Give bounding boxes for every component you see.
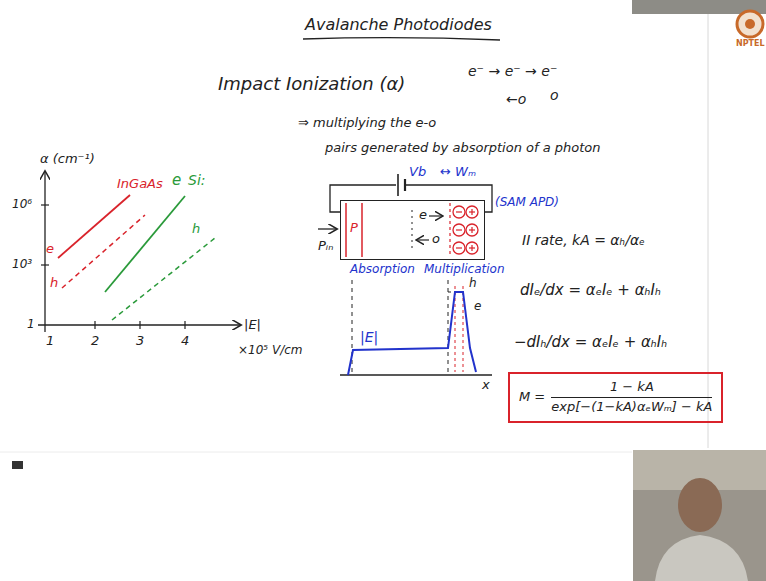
region-label: Absorption [350,263,415,276]
region-letter: P [350,221,358,236]
note-text: pairs generated by absorption of a photo… [325,141,601,155]
slide-title: Avalanche Photodiodes [305,16,492,34]
slide-edge [0,452,632,453]
webcam-video [633,450,766,581]
note-text: ⇒ multiplying the e-o [298,116,436,130]
logo-mark [737,11,763,37]
carrier-sketch: e⁻ → e⁻ → e⁻ [468,64,557,79]
axis-title: x [482,378,490,392]
carrier-sketch: o [550,88,559,103]
field-profile [348,292,476,375]
fraction-bar [551,397,712,398]
voltage-label: Vb [409,165,426,179]
logo-text: NPTEL [736,40,765,49]
denominator: exp[−(1−kA)αₑWₘ] − kA [551,398,712,415]
player-icon [12,461,23,469]
carrier-label: e [419,208,427,223]
slide-edge [708,0,709,448]
presenter [655,535,748,581]
curve-label: h [469,277,477,290]
region-label: Multiplication [424,263,505,276]
tick-label: 2 [91,334,99,348]
axis-title: α (cm⁻¹) [40,152,95,166]
battery [397,174,399,196]
light-arrow [318,228,336,229]
fraction: 1 − kAexp[−(1−kA)αₑWₘ] − kA [551,380,712,415]
tick-label: 4 [181,334,189,348]
equation: −dIₕ/dx = αₑIₑ + αₕIₕ [514,334,667,351]
curve-label: Si: [188,173,206,188]
curve-label: e [46,242,54,256]
equation: dIₑ/dx = αₑIₑ + αₕIₕ [520,282,661,299]
tick-label: 1 [27,318,35,331]
curve-label: h [192,222,200,236]
heading-text: Impact Ionization (α) [218,74,405,94]
carrier-label: o [432,232,440,247]
battery [404,179,406,191]
curve-label: InGaAs [117,177,163,191]
y-axis [44,172,45,332]
device-layers [340,200,485,260]
bias-wire [406,185,492,212]
logo-mark [745,19,755,29]
carrier-sketch: ←o [506,92,526,107]
result-box: M = 1 − kAexp[−(1−kA)αₑWₘ] − kA [508,372,723,423]
tick-label: 1 [46,334,54,348]
curve-label: e [474,300,481,313]
ingaas-e-line [58,195,130,258]
power-label: Pᵢₙ [318,239,333,253]
si-e-line [105,196,185,292]
si-h-line [112,238,215,320]
curve-label: e [172,172,181,189]
presenter [678,478,722,532]
axis-title: |E| [360,330,378,345]
axis-title: |E| [244,318,261,332]
x-axis [340,374,492,375]
width-label: ↔ Wₘ [440,165,476,179]
ingaas-h-line [62,215,145,288]
curve-label: h [50,276,58,290]
numerator: 1 − kA [606,380,658,397]
device-box: Peo [340,200,485,260]
x-axis [38,324,240,325]
equation: M = [519,390,545,405]
tick-label: 3 [136,334,144,348]
underline [303,38,500,40]
axis-unit: ×10⁵ V/cm [238,344,303,357]
equation: II rate, kA = αₕ/αₑ [522,233,645,248]
tick-label: 10⁶ [12,198,32,211]
tick-label: 10³ [12,258,32,271]
device-type: (SAM APD) [495,196,559,209]
